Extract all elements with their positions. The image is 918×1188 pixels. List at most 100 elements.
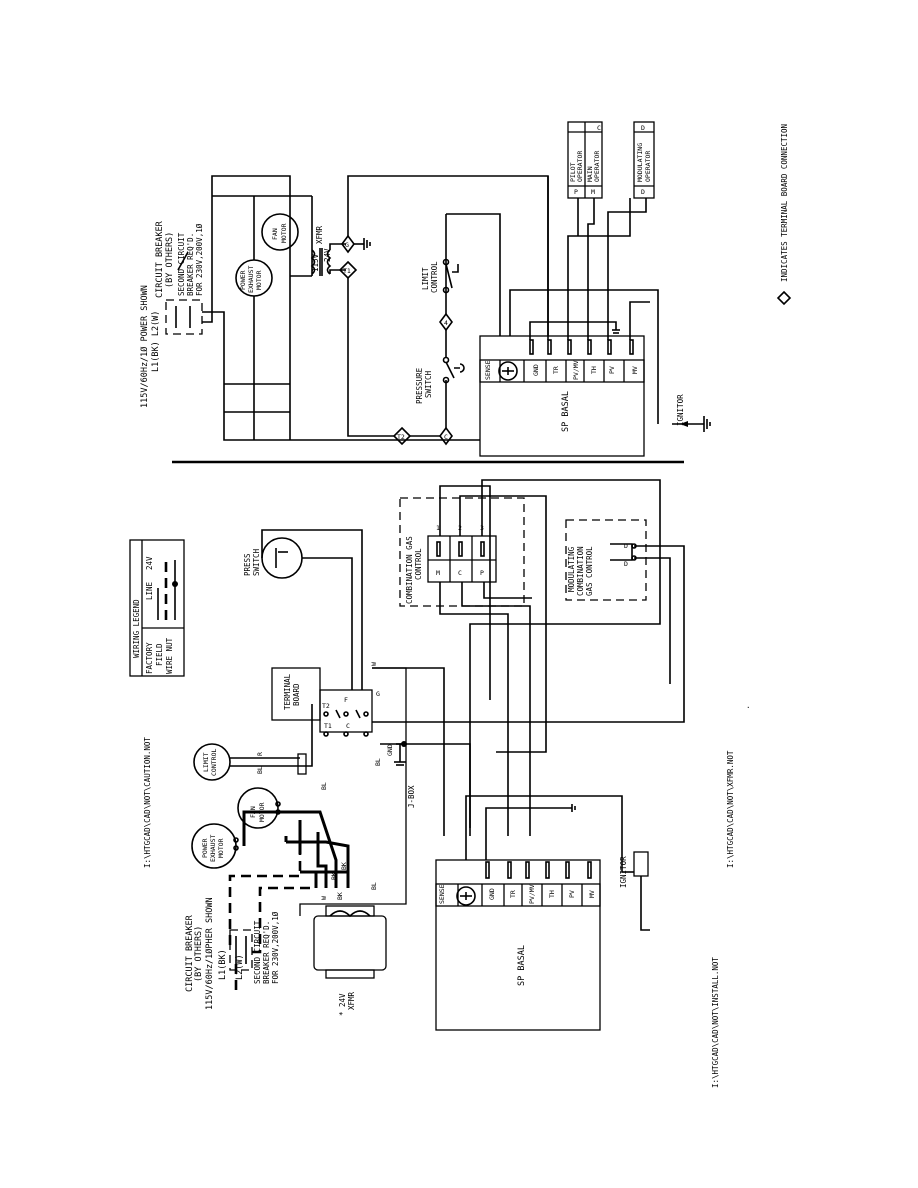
svg-text:MOTOR: MOTOR xyxy=(217,838,225,858)
svg-text:PRESS: PRESS xyxy=(243,553,252,576)
svg-text:M: M xyxy=(591,188,595,196)
svg-text:L2(W): L2(W) xyxy=(235,954,245,980)
svg-text:LIMIT: LIMIT xyxy=(421,267,430,290)
svg-text:D: D xyxy=(641,188,645,196)
svg-text:OPERATOR: OPERATOR xyxy=(576,151,584,182)
svg-text:FIELD: FIELD xyxy=(155,643,164,666)
svg-text:T2: T2 xyxy=(397,433,405,441)
svg-text:GND: GND xyxy=(532,364,540,376)
svg-text:BOARD: BOARD xyxy=(292,683,301,706)
svg-text:115V/60Hz/1ØPHER SHOWN: 115V/60Hz/1ØPHER SHOWN xyxy=(204,897,215,1010)
svg-text:D: D xyxy=(641,124,645,132)
svg-text:PV/MV: PV/MV xyxy=(572,360,580,380)
svg-text:PV: PV xyxy=(568,890,576,898)
bottom-wiring-diagram: WIRING LEGEND FACTORY FIELD WIRE NUT LIN… xyxy=(129,479,735,1088)
svg-text:BREAKER REQ'D.: BREAKER REQ'D. xyxy=(262,921,271,984)
svg-text:MAIN: MAIN xyxy=(586,166,594,182)
svg-text:MOTOR: MOTOR xyxy=(255,270,263,290)
svg-text:TH: TH xyxy=(548,890,556,898)
svg-text:* 24V: * 24V xyxy=(338,993,347,1016)
top-second-cb-3: FOR 230V,200V,1Ø xyxy=(195,223,204,296)
top-modulating-operator xyxy=(633,121,655,199)
svg-text:PRESSURE: PRESSURE xyxy=(415,367,424,404)
svg-text:MODULATING: MODULATING xyxy=(636,143,644,182)
svg-text:(BY OTHERS): (BY OTHERS) xyxy=(194,926,204,982)
svg-text:BL: BL xyxy=(320,782,328,790)
svg-text:BK: BK xyxy=(336,892,344,900)
svg-text:EXHAUST: EXHAUST xyxy=(247,266,255,293)
svg-text:J-BOX: J-BOX xyxy=(407,785,416,808)
svg-text:MOTOR: MOTOR xyxy=(280,223,288,243)
top-tb-t2: T2 xyxy=(392,426,412,446)
svg-text:BL: BL xyxy=(374,758,382,766)
bottom-press-switch xyxy=(261,537,303,579)
svg-text:W: W xyxy=(320,896,328,900)
path-xfmr: I:\HTGCAD\CAD\NOT\XFMR.NOT xyxy=(726,750,735,868)
svg-text:INDICATES TERMINAL BOARD CONNE: INDICATES TERMINAL BOARD CONNECTION xyxy=(780,124,789,282)
svg-text:G: G xyxy=(345,241,349,249)
svg-text:WIRE NUT: WIRE NUT xyxy=(165,637,174,674)
top-wiring-diagram: 115V/60Hz/1Ø POWER SHOWN L1(BK) L2(W) CI… xyxy=(139,121,711,457)
svg-text:SP BASAL: SP BASAL xyxy=(561,391,571,432)
svg-text:FACTORY: FACTORY xyxy=(145,642,154,674)
svg-text:OPERATOR: OPERATOR xyxy=(593,151,601,182)
svg-text:P: P xyxy=(480,569,484,577)
svg-text:T1: T1 xyxy=(343,267,351,275)
svg-text:PV: PV xyxy=(608,366,616,374)
top-second-cb-2: BREAKER REQ'D. xyxy=(186,233,195,296)
svg-text:SP BASAL: SP BASAL xyxy=(517,945,527,986)
terminal-board-note: INDICATES TERMINAL BOARD CONNECTION xyxy=(776,124,792,306)
top-tb-g: G xyxy=(341,234,355,254)
svg-text:FAN: FAN xyxy=(271,228,279,240)
svg-text:D: D xyxy=(624,542,628,550)
svg-text:BK: BK xyxy=(330,872,338,880)
svg-text:TH: TH xyxy=(590,366,598,374)
svg-text:W: W xyxy=(370,662,378,666)
svg-text:BK: BK xyxy=(340,862,348,870)
svg-text:POWER: POWER xyxy=(239,270,247,290)
svg-text:COMBINATION GAS: COMBINATION GAS xyxy=(405,536,414,604)
svg-text:MV: MV xyxy=(588,890,596,898)
svg-text:SENSE: SENSE xyxy=(438,884,446,904)
svg-text:M: M xyxy=(436,569,440,577)
top-l1l2: L1(BK) L2(W) xyxy=(151,311,161,372)
svg-text:WIRING LEGEND: WIRING LEGEND xyxy=(132,599,141,658)
svg-text:G: G xyxy=(376,690,380,698)
top-xfmr-115v: 115V xyxy=(311,253,320,272)
svg-text:MV: MV xyxy=(631,366,639,374)
svg-text:1: 1 xyxy=(436,524,440,532)
path-caution: I:\HTGCAD\CAD\NOT\CAUTION.NOT xyxy=(143,737,152,868)
svg-text:LIMIT: LIMIT xyxy=(202,752,210,772)
svg-text:EXHAUST: EXHAUST xyxy=(209,835,217,862)
svg-text:C: C xyxy=(444,433,448,441)
svg-text:GND: GND xyxy=(488,888,496,900)
top-by-others: (BY OTHERS) xyxy=(165,232,175,288)
svg-text:TERMINAL: TERMINAL xyxy=(283,673,292,710)
svg-text:SWITCH: SWITCH xyxy=(424,370,433,398)
svg-text:T1: T1 xyxy=(324,722,332,730)
svg-text:4: 4 xyxy=(444,319,448,327)
top-tb-c: C xyxy=(439,426,453,446)
top-tb-4: 4 xyxy=(439,312,453,332)
svg-text:CONTROL: CONTROL xyxy=(430,261,439,293)
bottom-sp-basal xyxy=(435,859,601,1031)
bottom-xfmr xyxy=(313,915,387,971)
svg-text:T2: T2 xyxy=(322,702,330,710)
svg-text:OPERATOR: OPERATOR xyxy=(644,151,652,182)
svg-text:BL: BL xyxy=(256,766,264,774)
svg-text:GAS CONTROL: GAS CONTROL xyxy=(585,546,594,596)
svg-text:L1(BK): L1(BK) xyxy=(218,949,228,980)
svg-text:PILOT: PILOT xyxy=(569,162,577,182)
stray-mark: . xyxy=(746,701,751,710)
bottom-limit-control xyxy=(193,743,231,781)
svg-text:C: C xyxy=(597,124,601,132)
top-xfmr-label: XFMR xyxy=(315,225,324,244)
top-tb-t1: T1 xyxy=(338,260,358,280)
top-power-note: 115V/60Hz/1Ø POWER SHOWN xyxy=(139,285,150,408)
svg-text:D: D xyxy=(624,560,628,568)
svg-text:GND: GND xyxy=(386,744,394,756)
svg-text:POWER: POWER xyxy=(201,838,209,858)
path-install: I:\HTGCAD\CAD\NOT\INSTALL.NOT xyxy=(711,957,720,1088)
svg-text:P: P xyxy=(574,188,578,196)
